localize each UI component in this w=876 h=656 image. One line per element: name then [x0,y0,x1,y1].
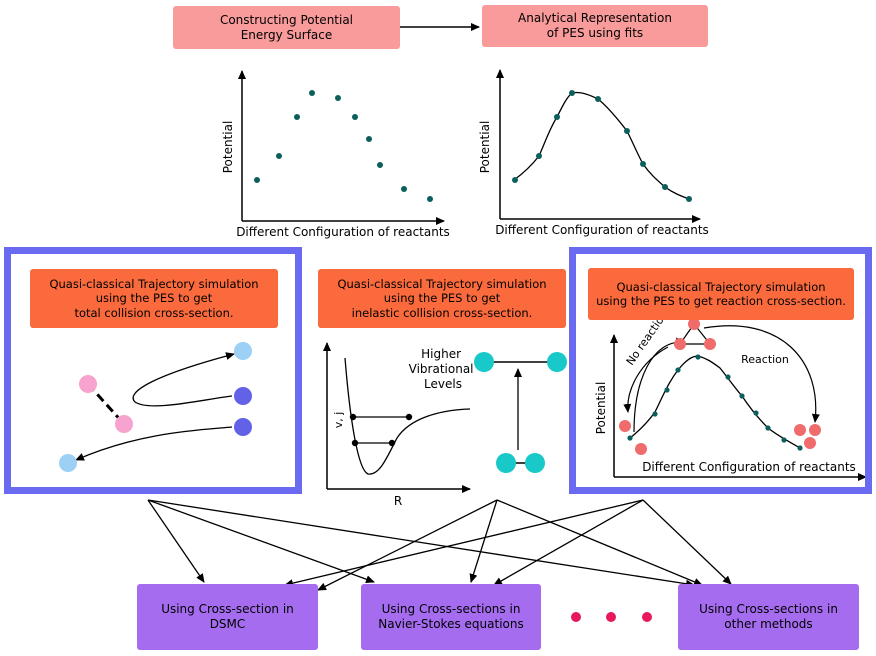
left-plot-point-8 [377,162,383,168]
total-collision-frame [4,247,302,494]
higher-levels-label: Higher Vibrational Levels [409,347,478,391]
product-atom-c [804,437,816,449]
reaction-illustration: No reaction Reaction Potential Different… [594,308,867,481]
other-methods-box: Using Cross-sections in other methods [678,584,859,650]
blue-atom-lower [234,418,252,436]
left-plot: Potential Different Configuration of rea… [221,70,450,239]
arrow-mid-to-other [496,499,703,586]
qct-total-box: Quasi-classical Trajectory simulation us… [30,269,278,328]
trajectory-upper [132,352,235,407]
right-plot-point-2 [536,153,542,159]
reaction-pes-point-7 [739,393,745,399]
product-atom-b [809,424,821,436]
arrow-mid-to-dsmc [317,499,498,591]
reactant-path-arrow [633,337,685,433]
no-reaction-arrow [623,346,669,413]
reaction-pes-point-11 [797,445,803,451]
right-plot-point-3 [554,114,560,120]
blue-atom-upper [234,387,252,405]
right-plot-point-4 [569,90,575,96]
reactant-atom-b [635,443,647,455]
pes-fit-box: Analytical Representation of PES using f… [482,5,708,47]
reaction-frame [569,247,872,494]
reactant-atom-a [619,420,631,432]
arrow-right-to-other [642,499,732,585]
reaction-pes-point-1 [627,435,633,441]
reaction-pes-point-8 [753,410,759,416]
left-plot-xlabel: Different Configuration of reactants [236,225,450,239]
left-plot-ylabel: Potential [221,121,235,174]
left-plot-point-4 [309,90,315,96]
reaction-pes-curve [629,355,801,449]
reaction-pes-point-9 [765,425,771,431]
reaction-label: Reaction [741,353,789,366]
right-plot-ylabel: Potential [478,121,492,174]
salmon-atom-top [688,318,700,330]
lightblue-atom-lower [59,454,77,472]
reaction-pes-point-5 [695,354,701,360]
ellipsis-dot-1 [571,612,581,622]
right-plot-point-8 [662,184,668,190]
right-plot-point-1 [512,177,518,183]
right-plot-point-9 [686,196,692,202]
arrow-left-to-dsmc [147,499,205,583]
right-plot-point-5 [595,96,601,102]
left-plot-point-5 [335,95,341,101]
potential-well-curve [344,357,471,475]
salmon-atom-left [674,338,686,350]
reaction-xlabel: Different Configuration of reactants [642,460,856,474]
arrow-right-to-navier [493,499,644,586]
qct-inelastic-box: Quasi-classical Trajectory simulation us… [318,269,566,328]
cyan-atom-upper-left [474,352,494,372]
arrow-left-to-other [147,499,695,588]
left-plot-point-9 [401,186,407,192]
well-xlabel: R [394,494,402,508]
level-lower-right-dot [388,439,396,447]
level-upper-left-dot [349,413,357,421]
reaction-ylabel: Potential [594,382,608,435]
dsmc-box: Using Cross-section in DSMC [137,584,318,650]
cyan-atom-lower-right [525,453,545,473]
left-plot-point-1 [254,177,260,183]
reaction-pes-point-10 [781,437,787,443]
output-arrows [147,499,732,591]
right-plot: Potential Different Configuration of rea… [478,69,709,237]
inelastic-illustration: v, j R Higher Vibrational Levels [323,342,567,508]
reaction-arrow [703,325,820,423]
pes-construction-box: Constructing Potential Energy Surface [173,6,400,49]
cyan-atom-lower-left [496,453,516,473]
left-plot-point-2 [276,153,282,159]
left-plot-point-3 [294,114,300,120]
salmon-atom-right [704,338,716,350]
reaction-pes-point-4 [675,367,681,373]
pink-atom-upper [79,375,97,393]
well-ylabel: v, j [332,412,345,429]
ellipsis-dot-3 [642,612,652,622]
qct-reaction-box: Quasi-classical Trajectory simulation us… [588,268,854,320]
reaction-pes-point-2 [652,411,658,417]
ellipsis-dot-2 [606,612,616,622]
lightblue-atom-upper [234,342,252,360]
arrow-right-to-dsmc [284,499,644,588]
trajectory-lower [75,426,233,461]
cyan-atom-upper-right [547,352,567,372]
level-upper-right-dot [405,413,413,421]
right-plot-xlabel: Different Configuration of reactants [495,223,709,237]
navier-stokes-box: Using Cross-sections in Navier-Stokes eq… [361,584,541,650]
right-plot-fit-curve [513,91,690,200]
arrow-mid-to-navier [469,499,498,583]
product-atom-a [794,424,806,436]
left-plot-point-7 [366,136,372,142]
left-plot-point-10 [427,196,433,202]
reaction-pes-point-3 [664,387,670,393]
total-collision-illustration [59,342,252,472]
arrow-left-to-navier [147,499,375,584]
left-plot-point-6 [352,114,358,120]
right-plot-point-7 [640,161,646,167]
right-plot-point-6 [624,128,630,134]
pink-atom-lower [115,415,133,433]
reaction-pes-point-6 [725,374,731,380]
level-lower-left-dot [351,439,359,447]
